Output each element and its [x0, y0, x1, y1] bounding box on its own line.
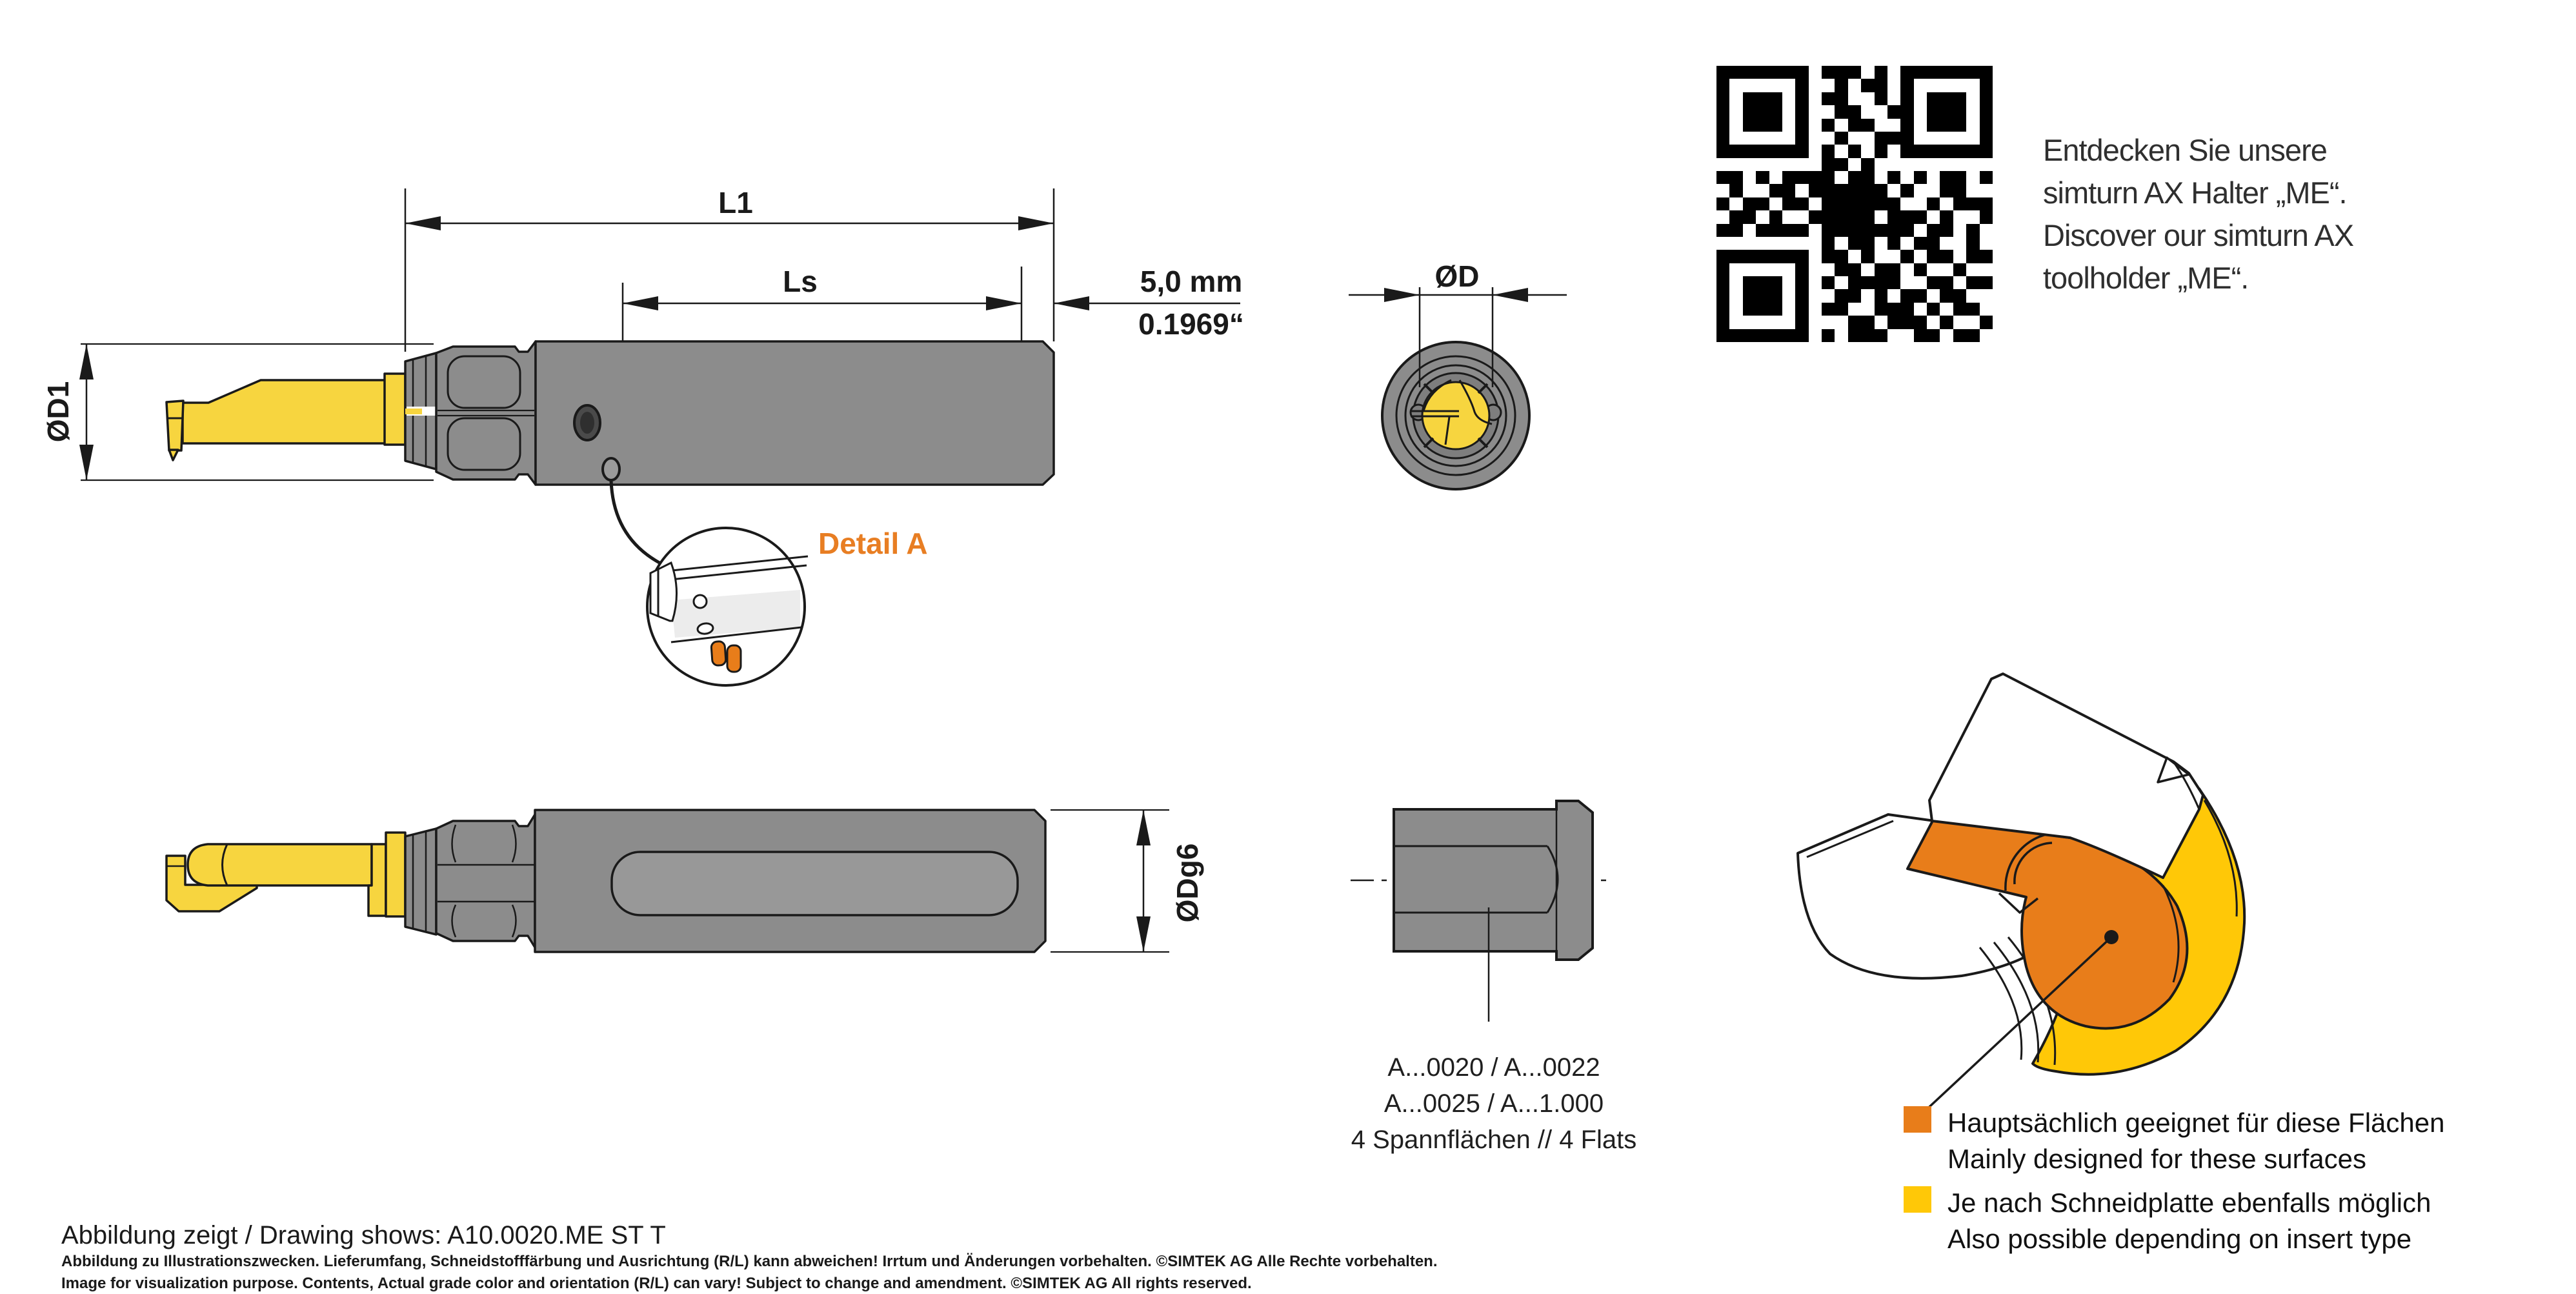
variants-line: A...0020 / A...0022: [1387, 1053, 1600, 1082]
set-screw-hole: [573, 404, 601, 441]
footer: Abbildung zeigt / Drawing shows: A10.002…: [61, 1220, 1438, 1294]
boring-bar-yellow: [165, 372, 407, 461]
dim-d1: [79, 344, 94, 480]
top-side-view: [79, 188, 1240, 486]
disclaimer-en: Image for visualization purpose. Content…: [61, 1275, 1252, 1292]
dim-d: [1349, 287, 1567, 387]
dim-dg6: [1051, 809, 1169, 953]
label-gap-mm: 5,0 mm: [1140, 265, 1243, 298]
legend-line: Hauptsächlich geeignet für diese Flächen: [1947, 1107, 2445, 1138]
bottom-side-view: [165, 809, 1169, 953]
shank-cylinder-side: [534, 809, 1047, 953]
blade-side: [165, 831, 407, 918]
promo-line: simturn AX Halter „ME“.: [2043, 176, 2348, 210]
variants-line: A...0025 / A...1.000: [1384, 1089, 1604, 1118]
orange-swatch: [1904, 1106, 1931, 1133]
dim-gap: [1054, 296, 1240, 310]
sleeve-body: [1393, 800, 1594, 961]
promo-line: toolholder „ME“.: [2043, 261, 2249, 295]
drawing-shows-line: Abbildung zeigt / Drawing shows: A10.002…: [61, 1221, 666, 1249]
label-detail-a: Detail A: [818, 527, 928, 560]
coolant-hole: [601, 457, 621, 481]
disclaimer-de: Abbildung zu Illustrationszwecken. Liefe…: [61, 1253, 1438, 1270]
legend-line: Mainly designed for these surfaces: [1947, 1144, 2367, 1174]
nut-side: [435, 813, 536, 949]
label-d: ØD: [1435, 259, 1480, 293]
collet: [404, 352, 438, 470]
groove-orange: [1906, 818, 2189, 1030]
label-ls: Ls: [783, 265, 818, 298]
label-d1: ØD1: [41, 381, 75, 443]
legend-leader: [1919, 936, 2113, 1117]
label-gap-inch: 0.1969“: [1138, 307, 1244, 341]
promo-line: Entdecken Sie unsere: [2043, 133, 2328, 167]
detail-leader-curve: [609, 480, 661, 565]
collet-side: [404, 827, 438, 936]
label-l1: L1: [718, 186, 753, 219]
promo-line: Discover our simturn AX: [2043, 218, 2354, 252]
dim-ls: [621, 267, 1023, 341]
dim-l1: [404, 188, 1055, 352]
shank-cylinder: [534, 340, 1055, 486]
end-view: [1349, 287, 1567, 490]
legend-line: Je nach Schneidplatte ebenfalls möglich: [1947, 1188, 2431, 1218]
label-dg6: ØDg6: [1171, 844, 1204, 923]
insert-3d-illustration: [1796, 672, 2246, 1117]
promo-text: Entdecken Sie unsere simturn AX Halter „…: [2043, 129, 2354, 299]
clamping-nut: [435, 340, 537, 486]
variants-line: 4 Spannflächen // 4 Flats: [1351, 1126, 1637, 1154]
yellow-swatch: [1904, 1186, 1931, 1213]
qr-code: [1716, 66, 1993, 342]
variants-note: A...0020 / A...0022 A...0025 / A...1.000…: [1291, 1049, 1697, 1158]
detail-a-view: [609, 480, 809, 687]
clamping-flat: [610, 851, 1019, 916]
legend-line: Also possible depending on insert type: [1947, 1224, 2412, 1254]
sleeve-view: [1351, 800, 1606, 1022]
